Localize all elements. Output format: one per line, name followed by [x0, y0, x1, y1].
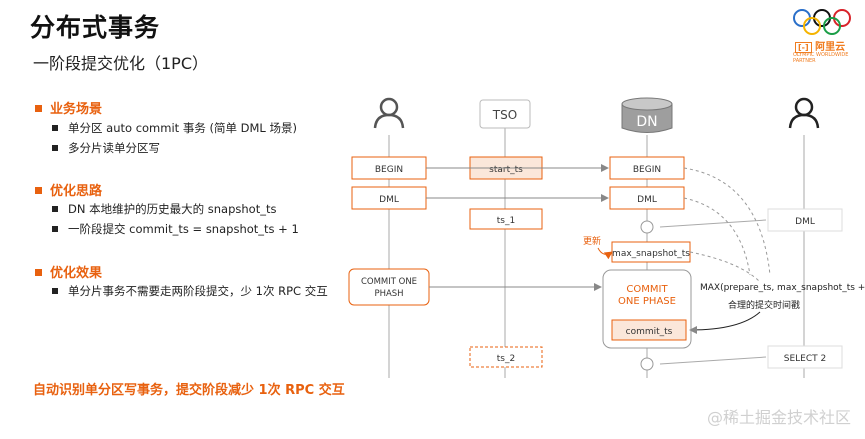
tso-ts2-box — [469, 346, 543, 368]
dn-event-marker-2 — [640, 357, 654, 371]
client-commit-label-1: COMMIT ONE — [361, 277, 417, 287]
client-commit-box — [348, 268, 430, 306]
dn-begin-label: BEGIN — [633, 165, 661, 175]
bullet-item: 单分片事务不需要走两阶段提交，少 1次 RPC 交互 — [52, 283, 328, 299]
brand-subtext: OLYMPIC WORLDWIDE PARTNER — [793, 52, 849, 64]
dn-head-label: DN — [636, 114, 657, 130]
formula-label: MAX(prepare_ts, max_snapshot_ts + 1) — [700, 283, 865, 293]
section-heading-effect: 优化效果 — [35, 262, 102, 281]
dashed-curve-1 — [683, 167, 771, 276]
bullet-item: 单分区 auto commit 事务 (简单 DML 场景) — [52, 120, 297, 136]
right-dml-label: DML — [795, 217, 815, 227]
bullet-item: DN 本地维护的历史最大的 snapshot_ts — [52, 201, 276, 217]
section-heading-approach: 优化思路 — [35, 180, 102, 199]
dashed-curve-2 — [683, 197, 751, 276]
client-person-icon — [373, 97, 405, 129]
right-select2-box — [767, 345, 843, 369]
page-title: 分布式事务 — [30, 13, 161, 42]
tso-ts1-label: ts_1 — [497, 216, 515, 226]
right-select2-label: SELECT 2 — [784, 354, 826, 364]
update-label: 更新 — [583, 235, 601, 247]
client-begin-label: BEGIN — [375, 165, 403, 175]
dn-event-marker — [640, 220, 654, 234]
dn-dml-label: DML — [637, 195, 657, 205]
client2-person-icon — [788, 97, 820, 129]
footer-summary: 自动识别单分区写事务，提交阶段减少 1次 RPC 交互 — [33, 383, 345, 398]
dashed-curve-3 — [689, 251, 761, 283]
bullet-item: 一阶段提交 commit_ts = snapshot_ts + 1 — [52, 221, 299, 237]
select2-connector — [659, 356, 767, 365]
formula-arrow — [689, 311, 761, 334]
dn-max-snapshot-label: max_snapshot_ts — [612, 249, 690, 259]
dn-commit-ts-box — [611, 319, 687, 341]
dn-commit-ts-label: commit_ts — [626, 327, 673, 337]
right-dml-box — [767, 208, 843, 232]
brand-logo: [-] 阿里云 — [795, 38, 845, 53]
tso-head-box — [479, 99, 531, 129]
client-commit-label-2: PHASH — [374, 289, 403, 299]
database-icon — [621, 97, 673, 133]
watermark: @稀土掘金技术社区 — [706, 408, 851, 427]
dn-commit-phase-label-2: ONE PHASE — [618, 296, 676, 307]
dn-commit-phase-label-1: COMMIT — [626, 284, 668, 295]
tso-ts1-box — [469, 208, 543, 230]
section-heading-scenario: 业务场景 — [35, 98, 102, 117]
client-dml-label: DML — [379, 195, 399, 205]
tso-start-ts-label: start_ts — [489, 165, 523, 175]
reasonable-ts-label: 合理的提交时间戳 — [728, 299, 800, 311]
page-subtitle: 一阶段提交优化（1PC） — [33, 54, 209, 73]
olympic-rings-logo — [793, 9, 851, 35]
right-dml-connector — [659, 219, 767, 228]
update-arrow — [597, 247, 613, 260]
tso-head-label: TSO — [492, 108, 517, 122]
bullet-item: 多分片读单分区写 — [52, 140, 160, 156]
tso-ts2-label: ts_2 — [497, 354, 515, 364]
